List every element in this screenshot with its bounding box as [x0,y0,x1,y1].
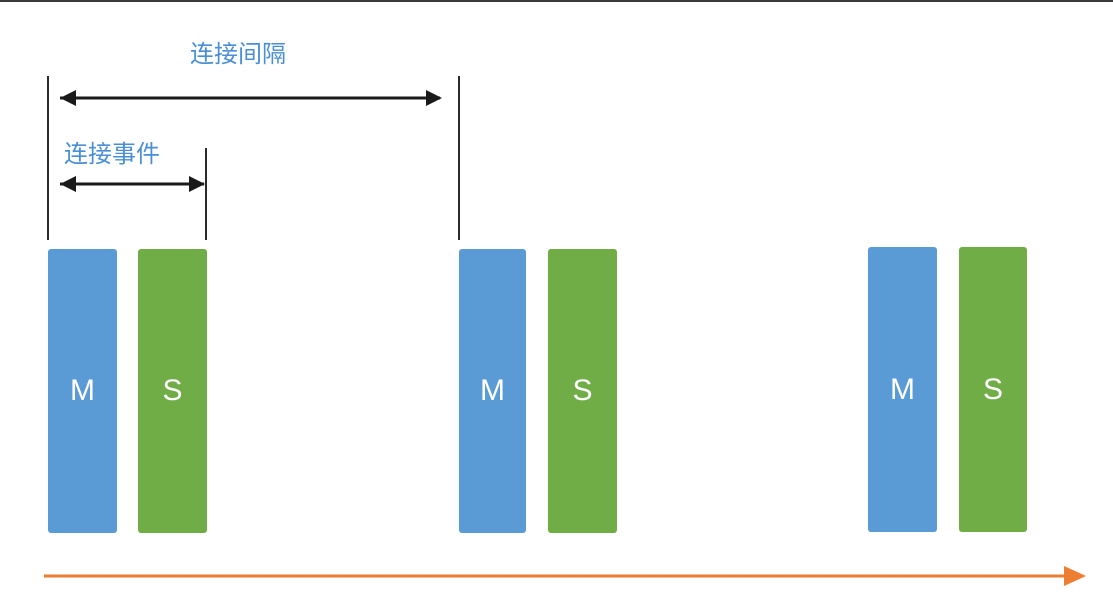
master-bar-3: M [868,247,937,532]
slave-label: S [982,372,1003,406]
master-bar-2: M [459,249,526,533]
slave-label: S [572,374,593,407]
connection-event-label: 连接事件 [64,140,160,168]
top-border [0,0,1113,2]
master-label: M [70,374,95,407]
timeline-arrow [44,566,1086,586]
master-label: M [890,372,915,406]
interval-end-line [458,76,460,240]
connection-interval-arrow [60,90,442,106]
interval-start-line [47,76,49,240]
slave-label: S [162,374,183,407]
master-bar-1: M [48,249,117,533]
slave-bar-3: S [959,247,1027,532]
master-label: M [480,374,505,407]
event-end-line [205,148,207,240]
connection-event-arrow [60,176,205,192]
slave-bar-1: S [138,249,207,533]
slave-bar-2: S [548,249,617,533]
connection-interval-label: 连接间隔 [190,40,286,68]
